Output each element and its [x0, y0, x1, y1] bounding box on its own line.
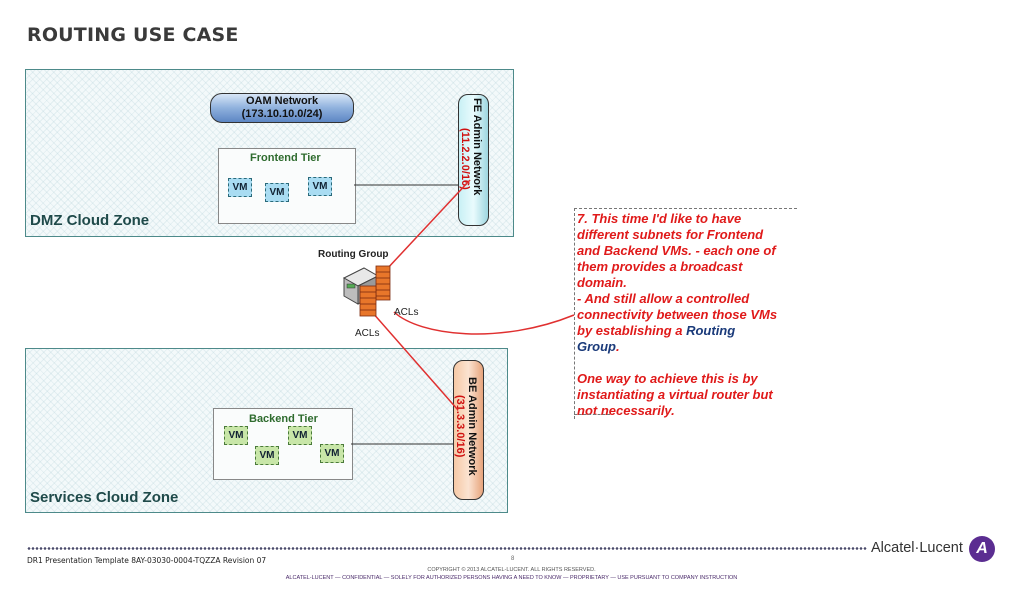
note-line-4: them provides a broadcast [577, 259, 743, 274]
footer-template-id: DR1 Presentation Template 8AY-03030-0004… [27, 556, 267, 565]
vm-frontend-1: VM [228, 178, 252, 197]
page-number: 8 [511, 556, 515, 562]
note-line-12: not necessarily. [577, 403, 675, 418]
note-bottom-border [574, 414, 610, 415]
vm-frontend-2: VM [265, 183, 289, 202]
oam-network-name: OAM Network [245, 95, 319, 107]
dmz-zone-label: DMZ Cloud Zone [30, 212, 150, 229]
alcatel-lucent-logo-icon: A [969, 536, 995, 562]
note-line-9: Group. [577, 339, 797, 355]
note-routing-highlight: Routing [686, 323, 736, 338]
note-line-3: and Backend VMs. - each one of [577, 243, 776, 258]
acls-label-right: ACLs [394, 307, 419, 318]
note-line-8: by establishing a Routing [577, 323, 797, 339]
note-spacer [577, 355, 797, 371]
fe-admin-network-subnet: (11.2.2.0/16) [459, 128, 471, 190]
vm-frontend-3: VM [308, 177, 332, 196]
oam-network: OAM Network (173.10.10.0/24) [210, 93, 354, 123]
backend-tier-label: Backend Tier [249, 413, 318, 425]
note-line-9-suffix: . [616, 339, 620, 354]
brand-name: Alcatel·Lucent [871, 540, 963, 556]
note-line-1: 7. This time I'd like to have [577, 211, 742, 226]
annotation-note: 7. This time I'd like to have different … [574, 208, 797, 419]
be-admin-network-subnet: (31.3.3.0/16) [454, 395, 466, 458]
note-line-11: instantiating a virtual router but [577, 387, 773, 402]
be-admin-network-name: BE Admin Network [466, 377, 478, 476]
services-zone-label: Services Cloud Zone [30, 489, 179, 506]
vm-backend-1: VM [224, 426, 248, 445]
page-title: ROUTING USE CASE [27, 24, 239, 46]
note-line-7: connectivity between those VMs [577, 307, 778, 322]
vm-backend-3: VM [255, 446, 279, 465]
note-group-highlight: Group [577, 339, 616, 354]
router-firewall-icon [342, 265, 391, 317]
vm-backend-4: VM [320, 444, 344, 463]
oam-network-subnet: (173.10.10.0/24) [241, 108, 323, 120]
footer-copyright: COPYRIGHT © 2013 ALCATEL-LUCENT. ALL RIG… [427, 567, 596, 573]
note-line-8-prefix: by establishing a [577, 323, 687, 338]
note-line-2: different subnets for Frontend [577, 227, 764, 242]
vm-backend-2: VM [288, 426, 312, 445]
note-line-5: domain. [577, 275, 627, 290]
footer-dotted-rule [27, 546, 867, 551]
note-callout-curve [393, 311, 575, 335]
frontend-tier-label: Frontend Tier [250, 152, 321, 164]
footer-confidential: ALCATEL-LUCENT — CONFIDENTIAL — SOLELY F… [285, 575, 738, 581]
fe-admin-network-name: FE Admin Network [471, 98, 483, 196]
note-line-6: - And still allow a controlled [577, 291, 750, 306]
be-admin-network [453, 360, 484, 500]
acls-label-bottom: ACLs [355, 328, 380, 339]
note-line-10: One way to achieve this is by [577, 371, 758, 386]
routing-group-label: Routing Group [318, 249, 389, 260]
